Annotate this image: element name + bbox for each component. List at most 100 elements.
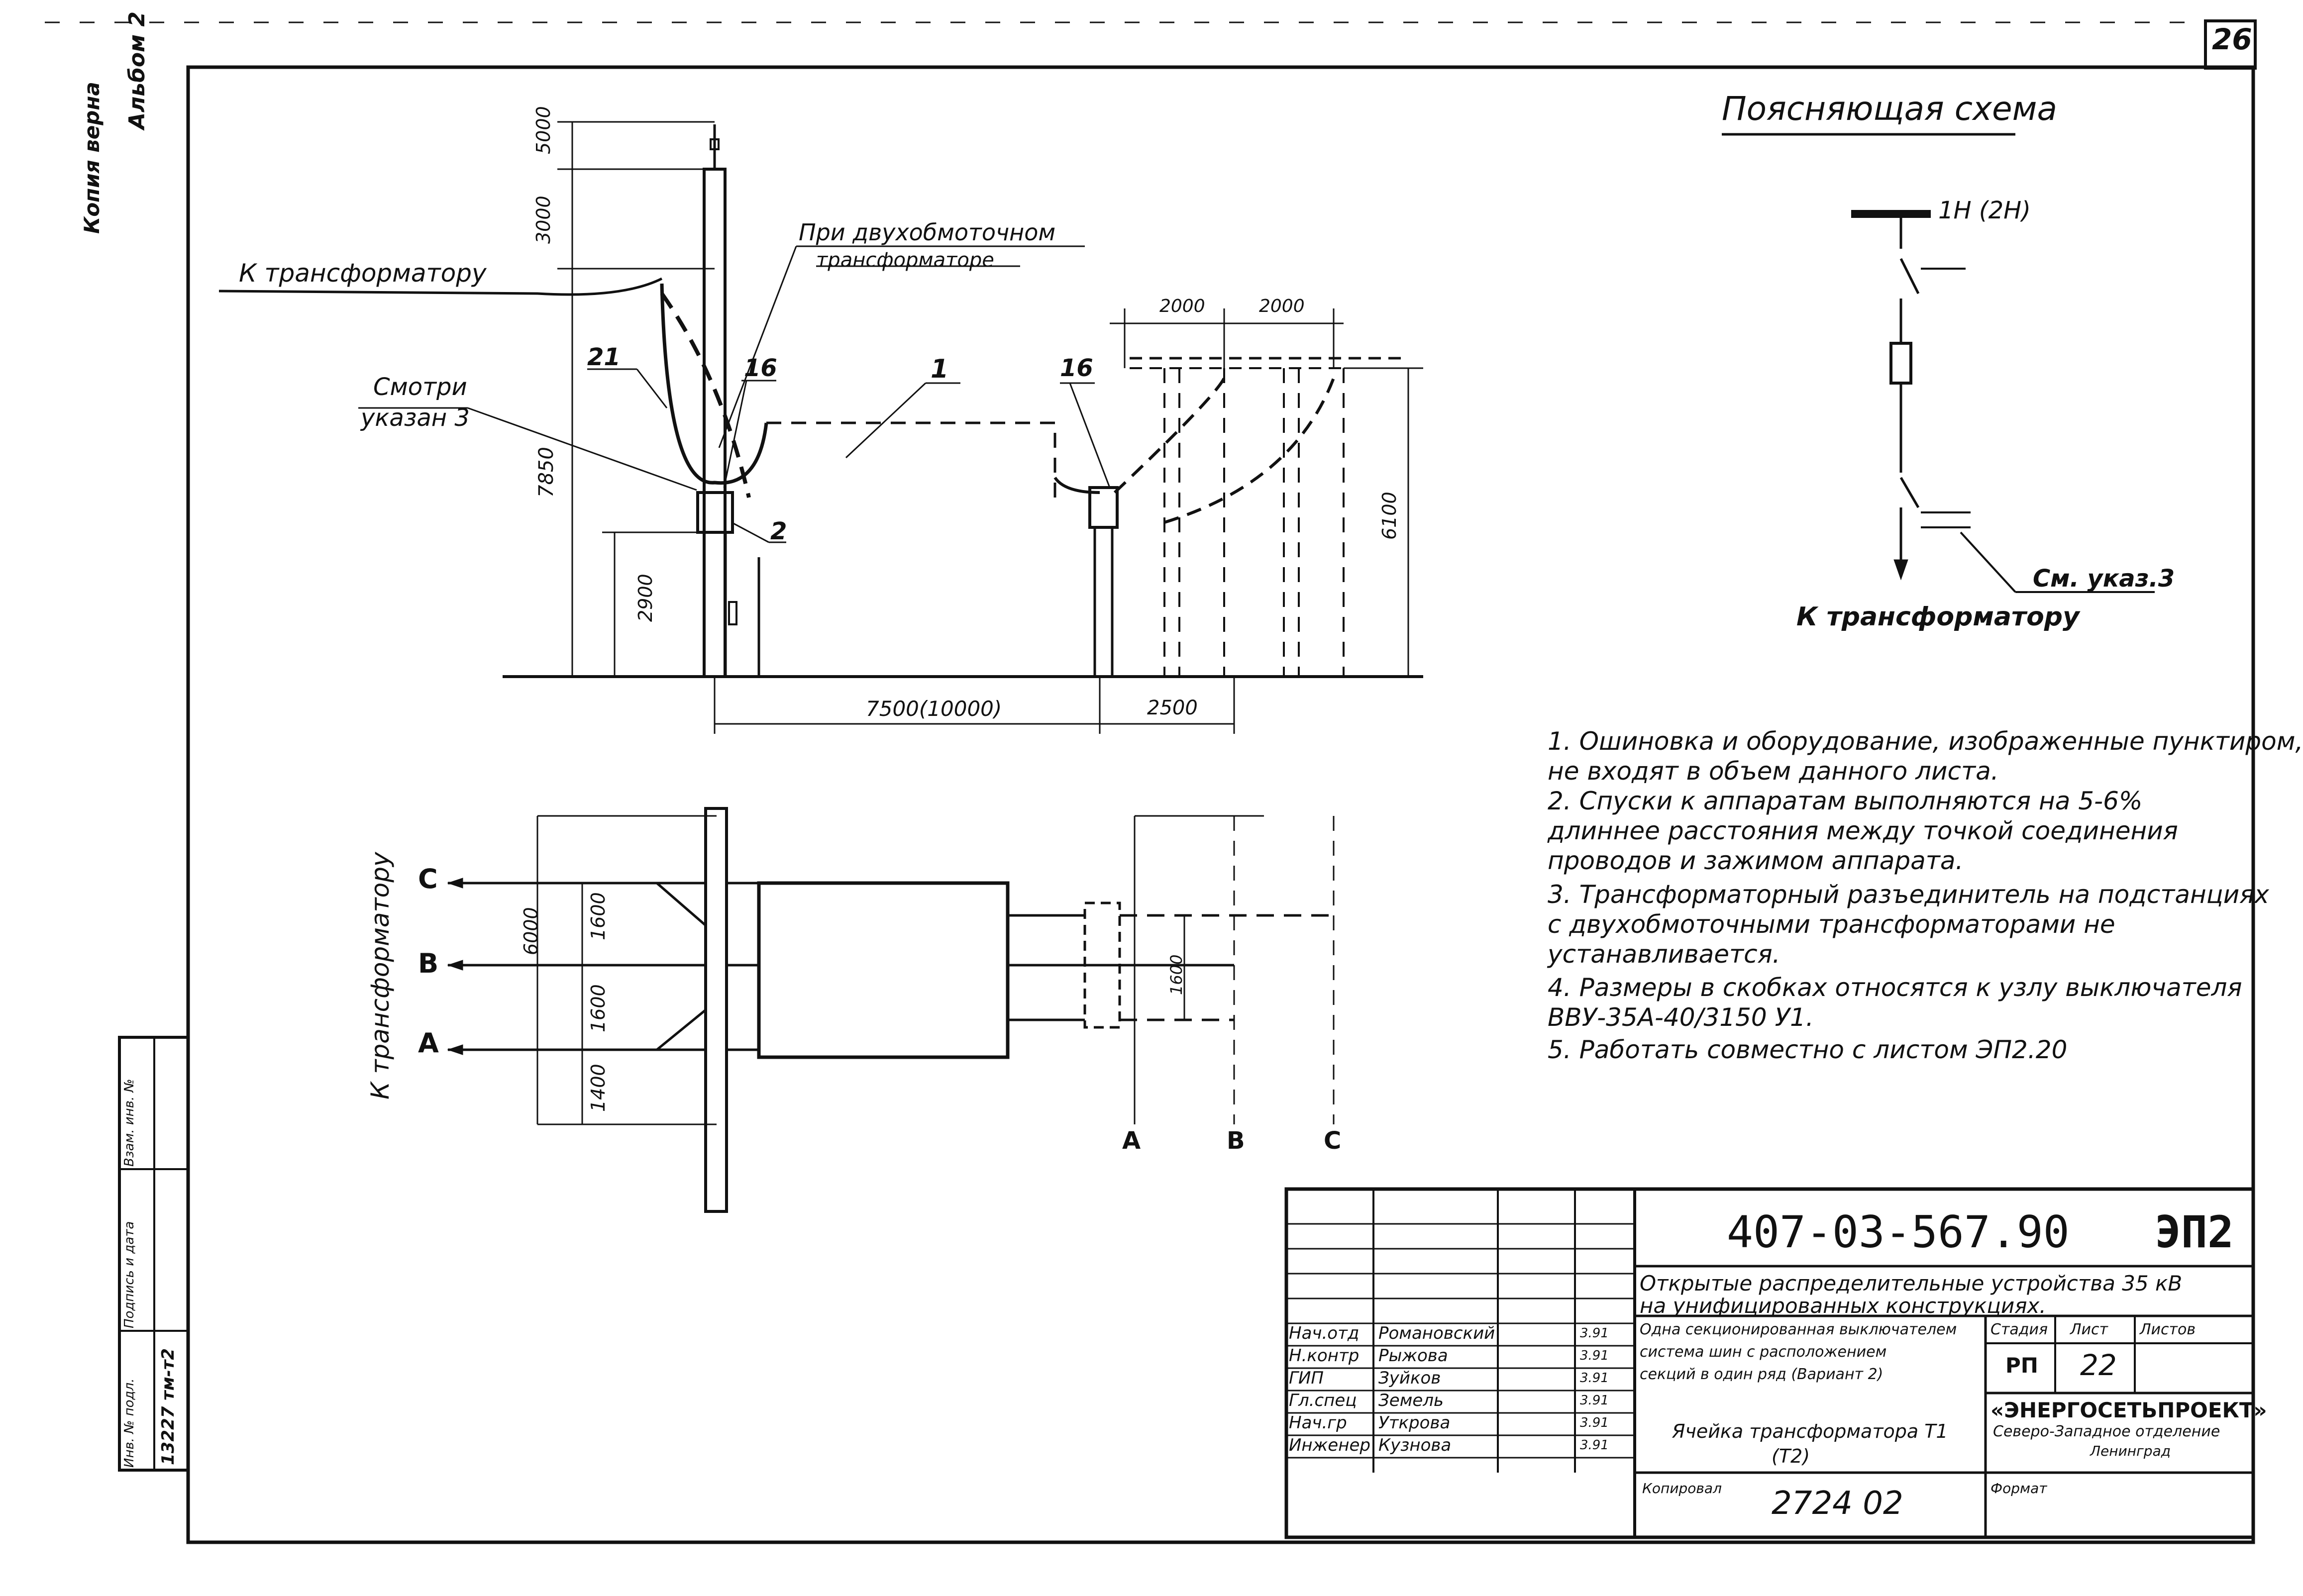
- name-cell: Зуйков: [1378, 1368, 1441, 1388]
- title-line-2: на унифицированных конструкциях.: [1640, 1294, 2046, 1318]
- copy-label: Копия верна: [80, 82, 104, 234]
- note-line: не входят в объем данного листа.: [1548, 757, 1999, 786]
- note-line: ВВУ-35А-40/3150 У1.: [1548, 1003, 1814, 1032]
- note-line: длиннее расстояния между точкой соединен…: [1548, 816, 2178, 845]
- plan-portal: [704, 807, 728, 1213]
- explanatory-scheme: [1722, 133, 2155, 593]
- transformer-outline: [766, 421, 1056, 498]
- org-line-1: «ЭНЕРГОСЕТЬПРОЕКТ»: [1990, 1398, 2267, 1422]
- plan-view: [447, 807, 1335, 1213]
- plan-bottom-c: C: [1324, 1127, 1342, 1155]
- dim-2000a: 2000: [1159, 296, 1205, 316]
- plan-to-transformer: К трансформатору: [366, 852, 395, 1099]
- left-drop-solid: [660, 283, 768, 485]
- scheme-busbar-label: 1Н (2Н): [1938, 197, 2031, 224]
- stage-value: РП: [2005, 1353, 2038, 1378]
- elevation-to-transformer: К трансформатору: [239, 259, 487, 288]
- dim-7850: 7850: [535, 447, 558, 498]
- desc-line-1: Одна секционированная выключателем: [1640, 1321, 1957, 1338]
- note-line: с двухобмоточными трансформаторами не: [1548, 910, 2115, 939]
- plan-bottom-a: A: [1122, 1127, 1141, 1155]
- two-winding-note-1: При двухобмоточном: [799, 219, 1056, 246]
- note-line: 5. Работать совместно с листом ЭП2.20: [1548, 1035, 2068, 1064]
- scheme-breaker: [1889, 342, 1912, 385]
- dim-2900: 2900: [634, 574, 656, 622]
- side-stamp-inv-value: 13227 тм-т2: [158, 1348, 178, 1465]
- sheet-frame: [186, 65, 2255, 1544]
- wire-to-transformer: [218, 277, 663, 296]
- two-winding-note-2: трансформаторе: [816, 249, 994, 272]
- name-cell: Рыжова: [1378, 1346, 1448, 1366]
- sheet-header: Лист: [2070, 1321, 2108, 1338]
- copied-label: Копировал: [1642, 1480, 1722, 1496]
- see-note-2: указан 3: [361, 404, 470, 432]
- name-cell: Романовский: [1378, 1323, 1495, 1343]
- dim-2500: 2500: [1147, 697, 1198, 719]
- dim-7500: 7500(10000): [866, 697, 1002, 721]
- plan-dim-mid: 1600: [1167, 954, 1186, 995]
- pos-16a: 16: [744, 354, 777, 382]
- two-winding-link: [660, 292, 751, 498]
- pos-21: 21: [587, 343, 621, 371]
- right-disconnector: [1088, 486, 1119, 529]
- date-cell: 3.91: [1580, 1438, 1609, 1453]
- side-stamp-grid: [118, 1036, 190, 1472]
- role-cell: Н.контр: [1289, 1346, 1360, 1366]
- page-number-box: [2204, 19, 2257, 70]
- sheet-code: ЭП2: [2155, 1206, 2234, 1258]
- left-portal-column: [703, 168, 727, 678]
- desc-line-2: система шин с расположением: [1640, 1343, 1887, 1361]
- role-cell: Гл.спец: [1289, 1391, 1357, 1410]
- note-line: 3. Трансформаторный разъединитель на под…: [1548, 880, 2269, 909]
- role-cell: ГИП: [1289, 1368, 1324, 1388]
- date-cell: 3.91: [1580, 1326, 1609, 1341]
- title-block-grid: [1284, 1187, 2255, 1539]
- plan-dim-6000: 6000: [520, 907, 542, 955]
- dim-6100: 6100: [1378, 492, 1400, 540]
- note-line: 1. Ошиновка и оборудование, изображенные…: [1548, 727, 2303, 756]
- dim-3000: 3000: [532, 196, 554, 244]
- note-line: 4. Размеры в скобках относятся к узлу вы…: [1548, 973, 2242, 1002]
- role-cell: Нач.отд: [1289, 1323, 1360, 1343]
- name-cell: Земель: [1378, 1391, 1444, 1410]
- sheet-value: 22: [2080, 1348, 2117, 1382]
- cell-title-1: Ячейка трансформатора Т1: [1672, 1420, 1948, 1442]
- pos-16b: 16: [1060, 354, 1093, 382]
- page-number: 26: [2212, 22, 2252, 56]
- stage-header: Стадия: [1990, 1321, 2048, 1338]
- date-cell: 3.91: [1580, 1393, 1609, 1408]
- plan-disconnector: [1083, 901, 1121, 1029]
- plan-bottom-b: B: [1227, 1127, 1245, 1155]
- cell-title-2: (Т2): [1772, 1445, 1810, 1467]
- title-line-1: Открытые распределительные устройства 35…: [1640, 1271, 2183, 1296]
- plan-dim-1400: 1400: [587, 1064, 609, 1112]
- plan-dim-1600b: 1600: [587, 984, 609, 1032]
- name-cell: Уткрова: [1378, 1413, 1451, 1433]
- dim-5000: 5000: [532, 106, 554, 154]
- left-disconnector: [696, 491, 734, 534]
- archive-number: 2724 02: [1772, 1485, 1903, 1522]
- album-label: Альбом 2: [124, 11, 150, 129]
- doc-number: 407-03-567.90: [1727, 1206, 2070, 1258]
- note-line: проводов и зажимом аппарата.: [1548, 846, 1964, 875]
- scheme-arrow-label: К трансформатору: [1796, 602, 2080, 632]
- plan-phase-a: A: [418, 1027, 439, 1059]
- format-label: Формат: [1990, 1480, 2047, 1496]
- plan-phase-b: B: [418, 948, 439, 979]
- see-note-1: Смотри: [373, 373, 467, 401]
- note-line: 2. Спуски к аппаратам выполняются на 5-6…: [1548, 787, 2143, 815]
- name-cell: Кузнова: [1378, 1435, 1452, 1455]
- plan-dim-1600a: 1600: [587, 892, 609, 940]
- pos-1: 1: [931, 354, 949, 384]
- scheme-title: Поясняющая схема: [1722, 90, 2057, 128]
- plan-transformer: [757, 881, 1010, 1059]
- org-line-3: Ленинград: [2090, 1443, 2171, 1459]
- dim-2000b: 2000: [1259, 296, 1305, 316]
- role-cell: Инженер: [1289, 1435, 1370, 1455]
- side-stamp-inv-label: Инв. № подл.: [122, 1378, 137, 1468]
- scheme-note-label: См. указ.3: [2033, 565, 2175, 593]
- desc-line-3: секций в один ряд (Вариант 2): [1640, 1366, 1884, 1383]
- role-cell: Нач.гр: [1289, 1413, 1347, 1433]
- date-cell: 3.91: [1580, 1348, 1609, 1363]
